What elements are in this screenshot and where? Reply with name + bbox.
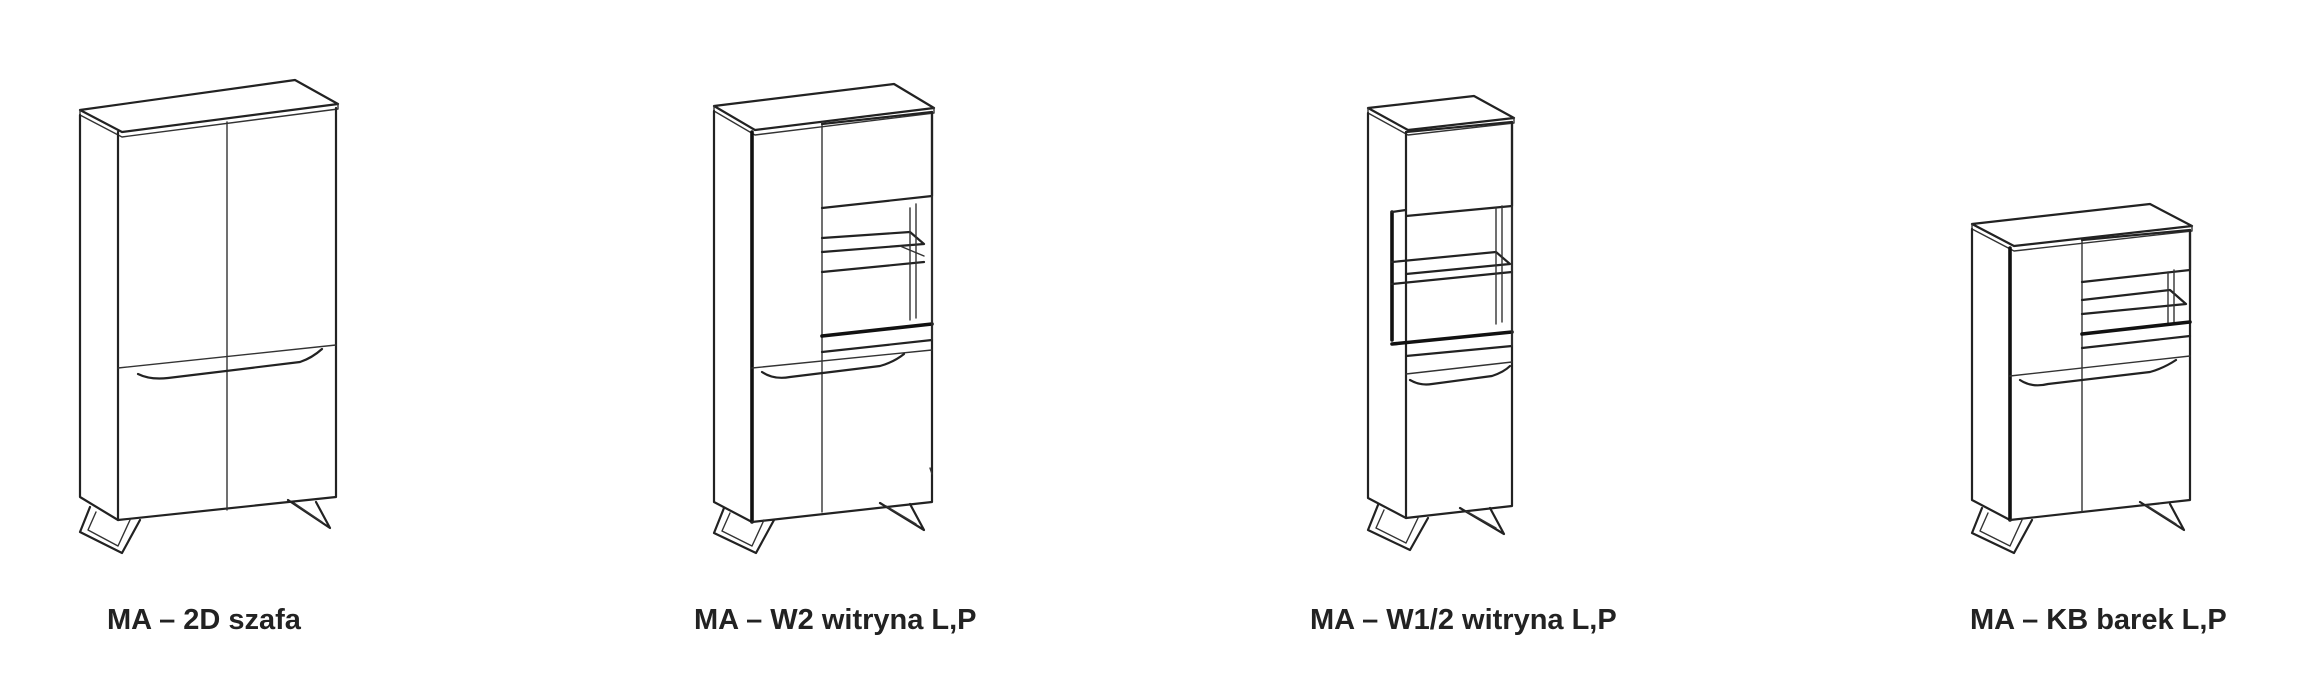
bar-cabinet-kb-drawing xyxy=(1970,202,2194,555)
product-label-2d-szafa: MA – 2D szafa xyxy=(107,604,301,636)
display-cabinet-w2-drawing xyxy=(712,82,936,555)
display-cabinet-w12-drawing xyxy=(1366,94,1516,552)
product-label-kb-barek: MA – KB barek L,P xyxy=(1970,604,2227,636)
product-label-w2-witryna: MA – W2 witryna L,P xyxy=(694,604,977,636)
wardrobe-2d-drawing xyxy=(78,78,340,555)
product-label-w12-witryna: MA – W1/2 witryna L,P xyxy=(1310,604,1617,636)
